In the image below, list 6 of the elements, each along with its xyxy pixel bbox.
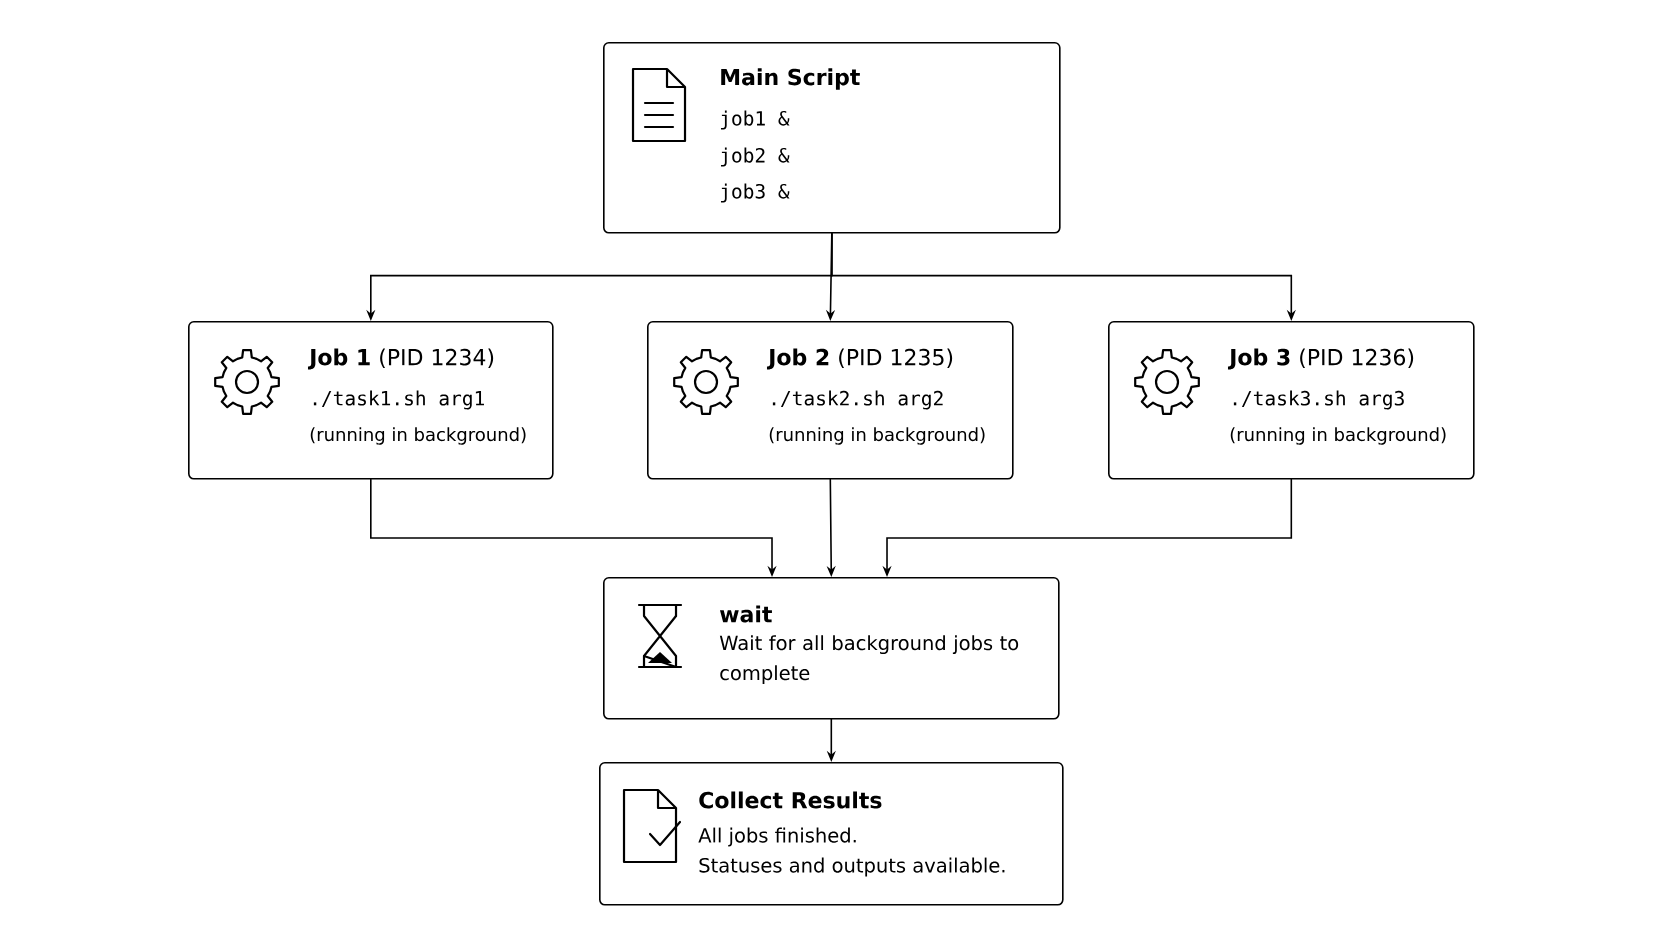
process-box: wait Wait for all background jobs to complete <box>603 577 1060 720</box>
process-box: Main Script job1 & job2 & job3 & <box>603 42 1061 234</box>
process-box: Job 2 (PID 1235) ./task2.sh arg2 (running in background) <box>647 321 1014 480</box>
process-box: Collect Results All jobs finished. Statuses and outputs available. <box>599 762 1064 906</box>
process-box: Job 3 (PID 1236) ./task3.sh arg3 (running in background) <box>1108 321 1475 480</box>
process-box: Job 1 (PID 1234) ./task1.sh arg1 (running in background) <box>188 321 554 480</box>
